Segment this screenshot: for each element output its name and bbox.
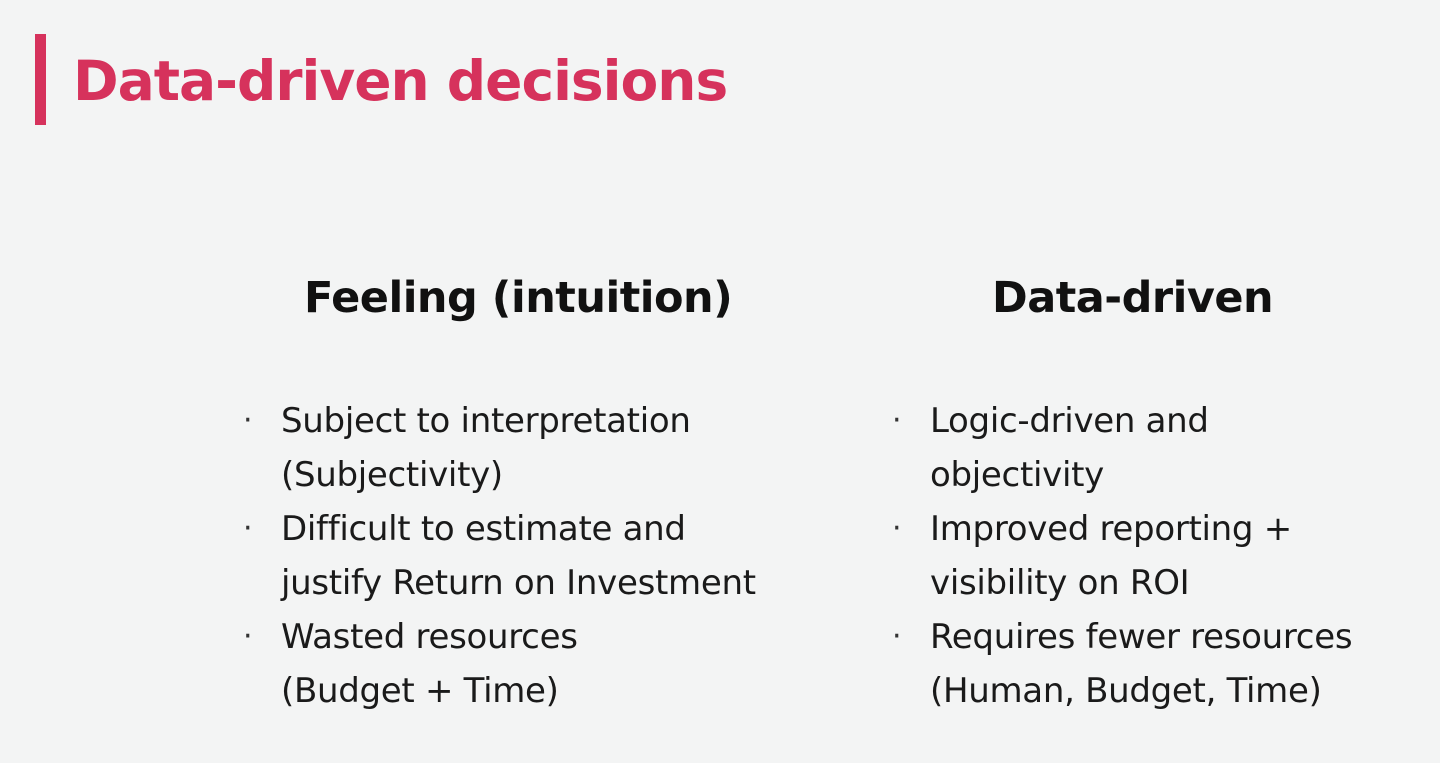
bullet-dot-icon: ·: [243, 619, 253, 654]
bullet-line: visibility on ROI: [930, 563, 1190, 603]
bullet-dot-icon: ·: [243, 403, 253, 438]
bullet-line: Difficult to estimate and: [281, 509, 686, 549]
left-bullet-list: · Subject to interpretation (Subjectivit…: [243, 394, 843, 718]
bullet-line: (Human, Budget, Time): [930, 671, 1322, 711]
list-item: · Subject to interpretation (Subjectivit…: [243, 394, 843, 502]
bullet-line: Improved reporting +: [930, 509, 1292, 549]
bullet-dot-icon: ·: [892, 511, 902, 546]
list-item: · Difficult to estimate and justify Retu…: [243, 502, 843, 610]
bullet-line: Logic-driven and: [930, 401, 1209, 441]
bullet-line: objectivity: [930, 455, 1104, 495]
list-item: · Logic-driven and objectivity: [892, 394, 1432, 502]
bullet-line: (Budget + Time): [281, 671, 559, 711]
bullet-dot-icon: ·: [892, 403, 902, 438]
slide-title: Data-driven decisions: [73, 49, 728, 113]
list-item: · Requires fewer resources (Human, Budge…: [892, 610, 1432, 718]
bullet-line: (Subjectivity): [281, 455, 503, 495]
right-bullet-list: · Logic-driven and objectivity · Improve…: [892, 394, 1432, 718]
bullet-line: Subject to interpretation: [281, 401, 691, 441]
bullet-dot-icon: ·: [243, 511, 253, 546]
title-accent-bar: [35, 34, 46, 125]
bullet-line: justify Return on Investment: [281, 563, 756, 603]
list-item: · Improved reporting + visibility on ROI: [892, 502, 1432, 610]
bullet-line: Requires fewer resources: [930, 617, 1353, 657]
left-column-heading: Feeling (intuition): [304, 273, 733, 323]
bullet-line: Wasted resources: [281, 617, 578, 657]
list-item: · Wasted resources (Budget + Time): [243, 610, 843, 718]
bullet-dot-icon: ·: [892, 619, 902, 654]
right-column-heading: Data-driven: [992, 273, 1274, 323]
